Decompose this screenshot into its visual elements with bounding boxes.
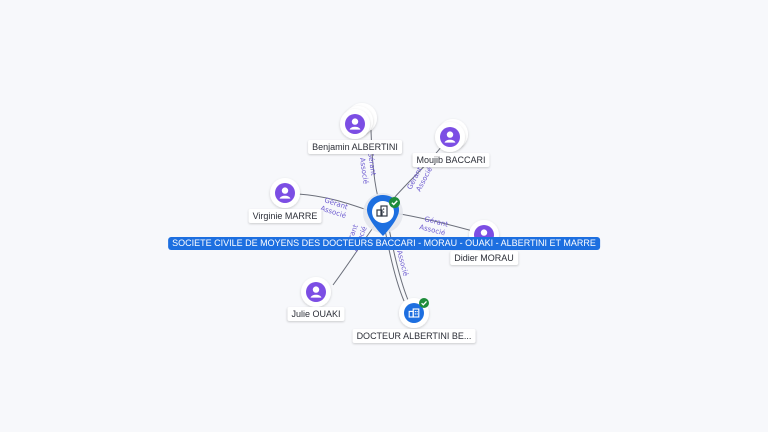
node-benjamin[interactable] (340, 103, 377, 139)
node-moujib[interactable] (435, 119, 468, 152)
node-docteur[interactable] (399, 298, 429, 328)
label-julie[interactable]: Julie OUAKI (287, 307, 345, 321)
label-moujib[interactable]: Moujib BACCARI (412, 153, 490, 167)
node-julie[interactable] (301, 277, 331, 307)
edge-label-benjamin-role-1: Gérant (366, 151, 377, 176)
node-main-company[interactable] (363, 193, 403, 236)
verified-check-icon (419, 298, 429, 308)
building-icon (376, 205, 388, 217)
label-benjamin[interactable]: Benjamin ALBERTINI (308, 140, 402, 154)
edge-label-docteur-role-1: Associé (395, 249, 410, 277)
verified-check-icon (389, 197, 400, 208)
node-virginie[interactable] (270, 178, 300, 208)
person-icon (306, 282, 326, 302)
person-icon (440, 127, 460, 147)
label-docteur[interactable]: DOCTEUR ALBERTINI BE... (352, 329, 476, 343)
label-didier[interactable]: Didier MORAU (450, 251, 518, 265)
person-icon (345, 114, 365, 134)
label-main-company[interactable]: SOCIETE CIVILE DE MOYENS DES DOCTEURS BA… (168, 237, 600, 250)
person-icon (275, 183, 295, 203)
edge-label-benjamin-role-2: Associé (358, 157, 370, 184)
label-virginie[interactable]: Virginie MARRE (248, 209, 322, 223)
